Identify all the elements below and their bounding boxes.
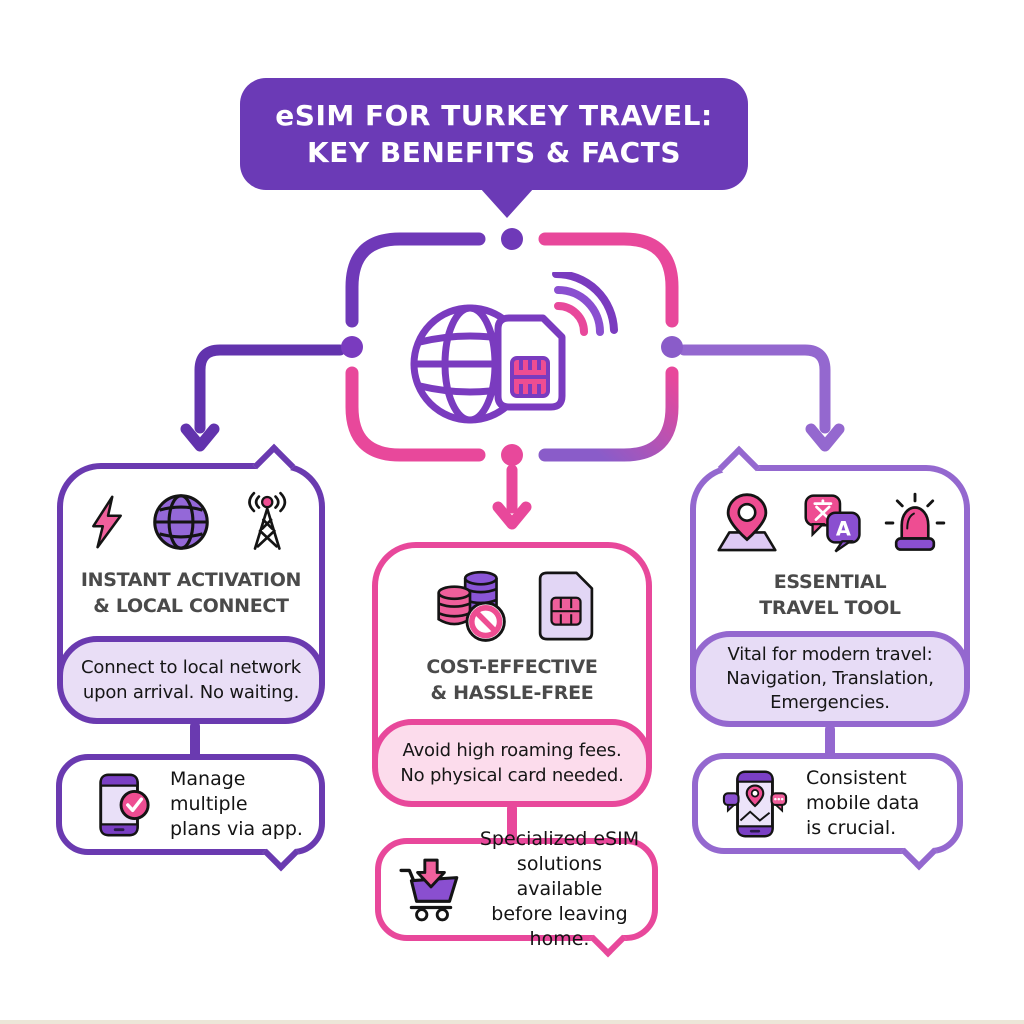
note-cost-text: Specialized eSIM solutions available bef…: [479, 828, 640, 950]
note-activation: Manage multiple plans via app.: [56, 754, 325, 872]
globe-icon: [153, 494, 209, 550]
essential-highlight: Vital for modern travel: Navigation, Tra…: [690, 631, 970, 727]
antenna-icon: [248, 491, 287, 550]
essential-icons-row: A: [696, 487, 964, 559]
cost-icons-row: [378, 566, 646, 646]
activation-title: INSTANT ACTIVATION & LOCAL CONNECT: [80, 569, 302, 617]
header-title-line1: eSIM FOR TURKEY TRAVEL:: [275, 99, 713, 132]
globe-sim-wifi-icon: [410, 272, 618, 424]
note-activation-text: Manage multiple plans via app.: [170, 768, 303, 840]
essential-title: ESSENTIAL TRAVEL TOOL: [759, 571, 901, 619]
note-essential-text: Consistent mobile data is crucial.: [806, 767, 920, 839]
siren-icon: [884, 492, 946, 551]
map-pin-icon: [717, 493, 777, 552]
header-title-line2: KEY BENEFITS & FACTS: [307, 136, 681, 169]
coins-ban-icon: [437, 570, 506, 642]
translate-icon: A: [804, 494, 861, 553]
card-essential: A ESSENTIAL TRAVEL TOOL Vital for modern…: [690, 445, 970, 727]
card-activation-pointer: [252, 443, 296, 487]
header-banner: eSIM FOR TURKEY TRAVEL: KEY BENEFITS & F…: [240, 78, 748, 218]
svg-text:A: A: [836, 518, 851, 541]
bottom-edge-line: [0, 1020, 1024, 1024]
activation-icons-row: [63, 485, 319, 559]
cart-download-icon: [399, 858, 459, 921]
header-pointer: [480, 188, 534, 218]
phone-map-icon: [722, 770, 788, 837]
note-essential: Consistent mobile data is crucial.: [692, 753, 963, 871]
cost-title: COST-EFFECTIVE & HASSLE-FREE: [426, 656, 598, 704]
sim-card-icon: [538, 571, 594, 641]
activation-highlight: Connect to local network upon arrival. N…: [57, 636, 325, 724]
cost-highlight: Avoid high roaming fees. No physical car…: [372, 719, 652, 807]
card-essential-pointer: [717, 445, 761, 489]
note-cost: Specialized eSIM solutions available bef…: [375, 828, 658, 958]
phone-check-icon: [99, 773, 150, 836]
lightning-icon: [92, 495, 122, 549]
card-cost: COST-EFFECTIVE & HASSLE-FREE Avoid high …: [372, 542, 652, 807]
card-activation: INSTANT ACTIVATION & LOCAL CONNECT Conne…: [57, 443, 325, 724]
